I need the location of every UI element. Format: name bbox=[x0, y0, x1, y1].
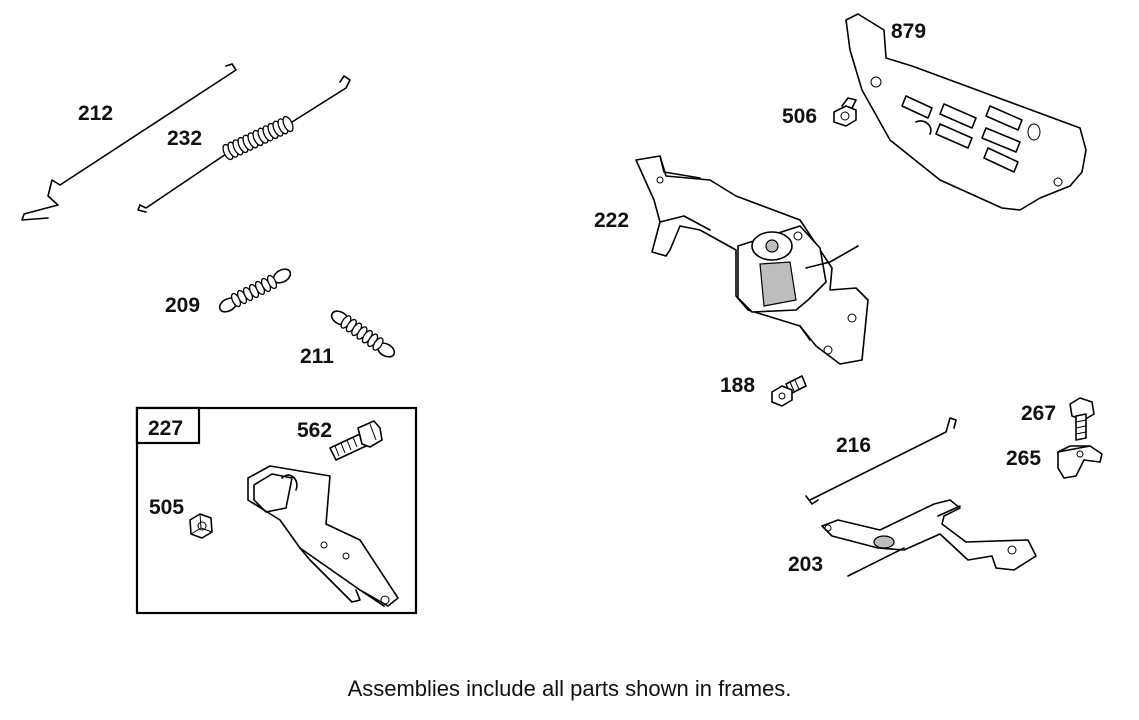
callout-265: 265 bbox=[1006, 447, 1041, 470]
part-227-control-bracket bbox=[247, 465, 399, 607]
assembly-frame-227 bbox=[135, 406, 418, 615]
part-506-screw bbox=[833, 97, 857, 127]
part-216-link-rod bbox=[805, 417, 957, 505]
part-212-link-rod bbox=[21, 63, 237, 221]
part-267-bolt bbox=[1069, 397, 1095, 441]
callout-216: 216 bbox=[836, 434, 871, 457]
part-209-small-spring bbox=[218, 268, 292, 313]
callout-188: 188 bbox=[720, 374, 755, 397]
callout-227: 227 bbox=[148, 417, 183, 440]
callout-232: 232 bbox=[167, 127, 202, 150]
spring-coil bbox=[282, 115, 294, 133]
part-222-control-bracket bbox=[635, 155, 869, 365]
callout-212: 212 bbox=[78, 102, 113, 125]
callout-562: 562 bbox=[297, 419, 332, 442]
callout-222: 222 bbox=[594, 209, 629, 232]
callout-505: 505 bbox=[149, 496, 184, 519]
part-203-control-plate bbox=[821, 499, 1037, 577]
part-265-clamp bbox=[1057, 445, 1103, 479]
callout-211: 211 bbox=[300, 345, 334, 368]
assemblies-note: Assemblies include all parts shown in fr… bbox=[347, 676, 792, 701]
parts-diagram: 212 232 209 211 227 562 505 bbox=[21, 13, 1103, 615]
part-879-shield-plate bbox=[845, 13, 1087, 211]
callout-267: 267 bbox=[1021, 402, 1056, 425]
callout-203: 203 bbox=[788, 553, 823, 576]
spring-coil bbox=[266, 274, 278, 290]
spring-coil bbox=[372, 337, 384, 351]
part-211-small-spring bbox=[330, 310, 396, 358]
part-232-extension-spring bbox=[137, 75, 351, 213]
part-562-bolt bbox=[329, 420, 383, 461]
callout-506: 506 bbox=[782, 105, 817, 128]
part-188-screw bbox=[771, 375, 807, 407]
callout-879: 879 bbox=[891, 20, 926, 43]
part-505-nut bbox=[189, 513, 213, 539]
callout-209: 209 bbox=[165, 294, 200, 317]
